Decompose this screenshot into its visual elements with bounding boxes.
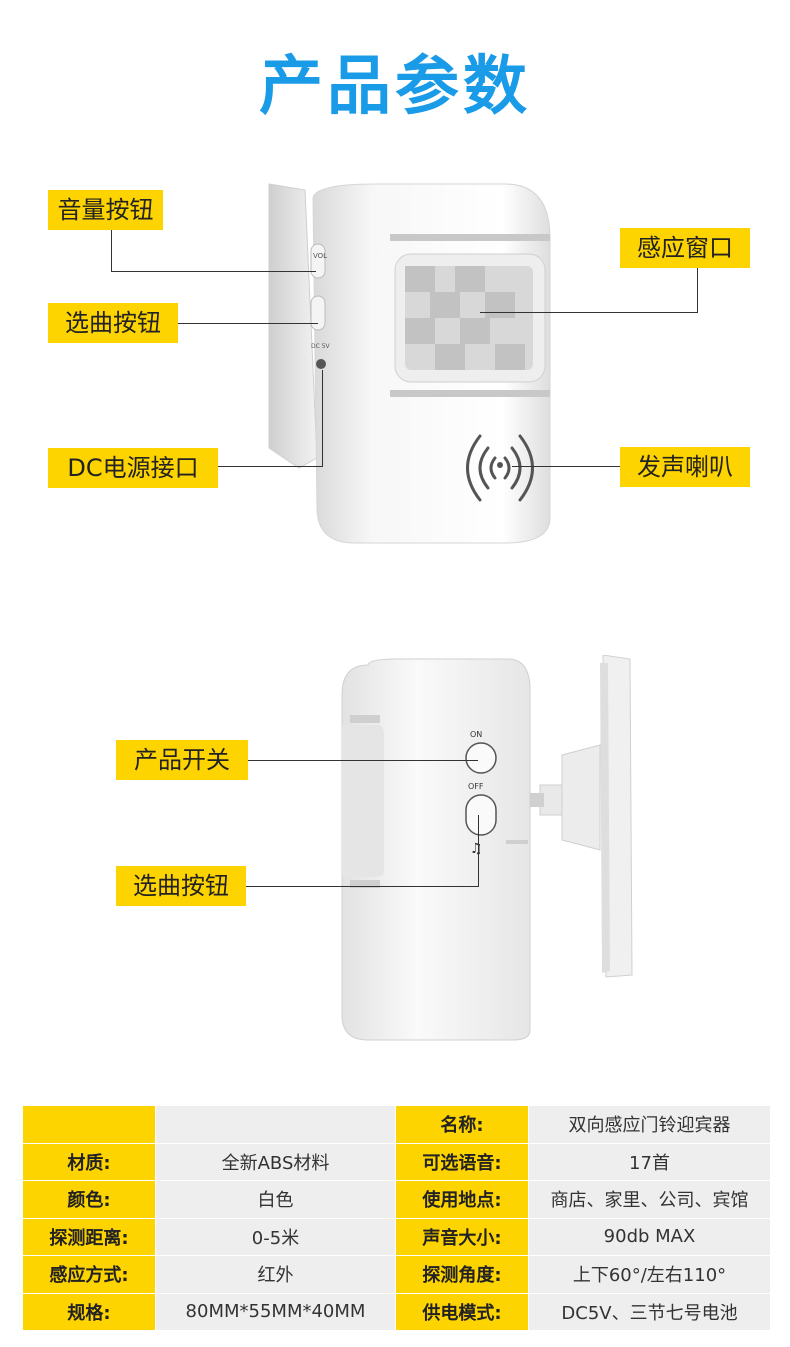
spec-key: 规格: xyxy=(22,1292,156,1331)
song-button-side-shape xyxy=(465,794,497,836)
spec-value: 全新ABS材料 xyxy=(155,1142,396,1181)
page-title: 产品参数 xyxy=(259,50,531,124)
spec-value: 上下60°/左右110° xyxy=(528,1255,771,1294)
table-row: 颜色: 白色 使用地点: 商店、家里、公司、宾馆 xyxy=(22,1180,771,1219)
leader-line xyxy=(322,370,323,467)
mount-clip xyxy=(268,183,318,469)
leader-line xyxy=(178,323,318,324)
leader-line xyxy=(111,230,112,272)
callout-dc-power-port: DC电源接口 xyxy=(48,448,218,488)
specs-table: 名称: 双向感应门铃迎宾器 材质: 全新ABS材料 可选语音: 17首 颜色: … xyxy=(22,1105,771,1331)
spec-value: 商店、家里、公司、宾馆 xyxy=(528,1180,771,1219)
spec-value: 白色 xyxy=(155,1180,396,1219)
callout-speaker: 发声喇叭 xyxy=(620,447,750,487)
off-label: OFF xyxy=(468,782,484,791)
table-row: 规格: 80MM*55MM*40MM 供电模式: DC5V、三节七号电池 xyxy=(22,1292,771,1331)
device-front-view: VOL DC 5V xyxy=(268,183,551,544)
speaker-grille xyxy=(466,434,534,502)
power-switch-shape xyxy=(465,742,497,774)
table-row: 探测距离: 0-5米 声音大小: 90db MAX xyxy=(22,1217,771,1256)
spec-key: 探测距离: xyxy=(22,1217,156,1256)
leader-line xyxy=(218,466,323,467)
callout-power-switch: 产品开关 xyxy=(116,740,248,780)
table-row: 材质: 全新ABS材料 可选语音: 17首 xyxy=(22,1142,771,1181)
spec-value: 90db MAX xyxy=(528,1217,771,1256)
spec-value: 红外 xyxy=(155,1255,396,1294)
spec-key: 名称: xyxy=(395,1105,529,1144)
spec-key: 可选语音: xyxy=(395,1142,529,1181)
spec-value xyxy=(155,1105,396,1144)
leader-line xyxy=(697,268,698,313)
spec-key: 材质: xyxy=(22,1142,156,1181)
vol-label: VOL xyxy=(313,252,327,260)
song-button-shape xyxy=(310,295,326,331)
spec-key: 感应方式: xyxy=(22,1255,156,1294)
callout-volume-button: 音量按钮 xyxy=(48,190,163,230)
callout-sensor-window: 感应窗口 xyxy=(620,228,750,268)
volume-button-shape xyxy=(310,243,326,279)
leader-line xyxy=(512,466,620,467)
spec-value: DC5V、三节七号电池 xyxy=(528,1292,771,1331)
table-row: 名称: 双向感应门铃迎宾器 xyxy=(22,1105,771,1144)
spec-key: 探测角度: xyxy=(395,1255,529,1294)
dc-port-shape xyxy=(316,359,326,369)
table-row: 感应方式: 红外 探测角度: 上下60°/左右110° xyxy=(22,1255,771,1294)
spec-value: 双向感应门铃迎宾器 xyxy=(528,1105,771,1144)
leader-line xyxy=(478,815,479,887)
on-label: ON xyxy=(470,730,482,739)
leader-line xyxy=(111,271,316,272)
leader-line xyxy=(248,760,478,761)
spec-value: 80MM*55MM*40MM xyxy=(155,1292,396,1331)
spec-value: 17首 xyxy=(528,1142,771,1181)
spec-key: 供电模式: xyxy=(395,1292,529,1331)
leader-line xyxy=(480,312,698,313)
spec-key xyxy=(22,1105,156,1144)
music-note-icon: ♫ xyxy=(470,841,483,857)
callout-song-select-button: 选曲按钮 xyxy=(48,303,178,343)
spec-key: 颜色: xyxy=(22,1180,156,1219)
callout-song-select-button-side: 选曲按钮 xyxy=(116,866,246,906)
spec-key: 使用地点: xyxy=(395,1180,529,1219)
device-side-view: ON OFF ♫ xyxy=(341,655,633,1041)
spec-value: 0-5米 xyxy=(155,1217,396,1256)
leader-line xyxy=(246,886,479,887)
dc-label: DC 5V xyxy=(311,343,331,350)
spec-key: 声音大小: xyxy=(395,1217,529,1256)
